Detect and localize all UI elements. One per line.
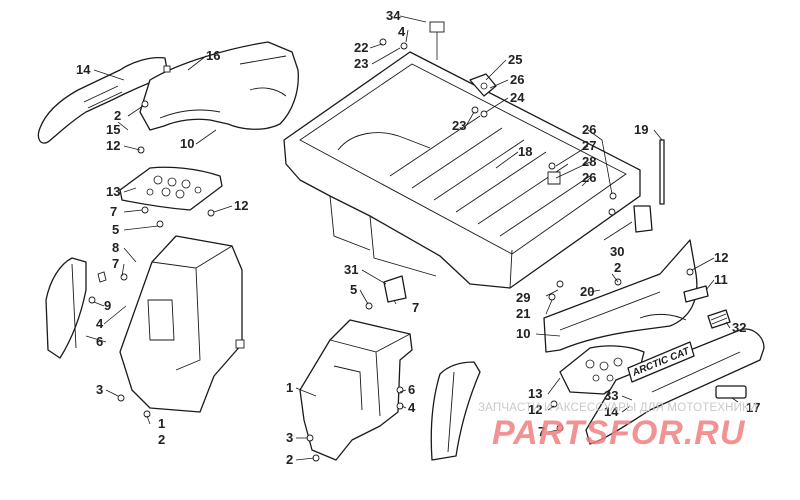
- pad-30: [633, 205, 653, 233]
- callout-10: 10: [516, 326, 530, 341]
- latch-bracket: [469, 73, 497, 97]
- callout-28: 28: [582, 154, 596, 169]
- fasteners: [88, 38, 694, 462]
- callout-12: 12: [106, 138, 120, 153]
- callout-13: 13: [528, 386, 542, 401]
- callout-12: 12: [234, 198, 248, 213]
- callout-26: 26: [510, 72, 524, 87]
- callout-1: 1: [286, 380, 293, 395]
- watermark-tagline: ЗАПЧАСТИ И АКСЕССУАРЫ ДЛЯ МОТОТЕХНИКИ: [478, 402, 758, 414]
- callout-34: 34: [386, 8, 401, 23]
- callout-30: 30: [610, 244, 624, 259]
- callout-24: 24: [510, 90, 525, 105]
- mud-flap-left: [45, 257, 87, 359]
- callout-8: 8: [112, 240, 119, 255]
- callout-7: 7: [538, 424, 545, 439]
- callout-9: 9: [104, 298, 111, 313]
- callout-20: 20: [580, 284, 594, 299]
- callout-31: 31: [344, 262, 358, 277]
- callout-14: 14: [604, 404, 619, 419]
- callout-1: 1: [158, 416, 165, 431]
- fender-liner-left: [139, 41, 299, 131]
- callout-7: 7: [112, 256, 119, 271]
- callout-21: 21: [516, 306, 530, 321]
- callout-2: 2: [158, 432, 165, 447]
- bracket-31: [383, 275, 407, 303]
- watermark-logo: PARTSFOR.RU: [492, 414, 746, 452]
- callout-23: 23: [452, 118, 466, 133]
- callout-12: 12: [714, 250, 728, 265]
- callout-4: 4: [398, 24, 406, 39]
- reflector-17: [715, 385, 747, 399]
- callout-6: 6: [96, 334, 103, 349]
- mud-flap-center: [430, 361, 481, 461]
- reflector-11: [683, 285, 709, 303]
- callout-32: 32: [732, 320, 746, 335]
- callout-26: 26: [582, 170, 596, 185]
- decal-32: [707, 309, 731, 329]
- callout-33: 33: [604, 388, 618, 403]
- tailgate-trim-bar: [659, 139, 665, 205]
- callout-7: 7: [110, 204, 117, 219]
- callout-10: 10: [180, 136, 194, 151]
- callout-13: 13: [106, 184, 120, 199]
- callout-23: 23: [354, 56, 368, 71]
- callout-16: 16: [206, 48, 220, 63]
- callout-2: 2: [614, 260, 621, 275]
- heat-shield-right: [559, 345, 645, 395]
- fender-liner-right: [543, 239, 698, 353]
- rear-fender-left: [37, 56, 169, 144]
- callout-19: 19: [634, 122, 648, 137]
- cargo-box: [283, 21, 641, 289]
- callout-22: 22: [354, 40, 368, 55]
- callout-2: 2: [286, 452, 293, 467]
- callout-5: 5: [112, 222, 119, 237]
- callout-11: 11: [714, 272, 728, 287]
- callout-18: 18: [518, 144, 532, 159]
- rear-fender-right: [585, 328, 765, 445]
- callout-5: 5: [350, 282, 357, 297]
- splash-guard-left: [119, 235, 245, 413]
- callout-4: 4: [96, 316, 104, 331]
- callout-14: 14: [76, 62, 91, 77]
- callout-26: 26: [582, 122, 596, 137]
- callout-7: 7: [412, 300, 419, 315]
- heat-shield-left: [119, 166, 223, 211]
- callout-17: 17: [746, 400, 760, 415]
- callout-6: 6: [408, 382, 415, 397]
- callout-15: 15: [106, 122, 120, 137]
- callout-2: 2: [114, 108, 121, 123]
- callout-4: 4: [408, 400, 416, 415]
- callout-25: 25: [508, 52, 522, 67]
- callout-12: 12: [528, 402, 542, 417]
- leader-lines: [85, 15, 739, 461]
- callout-3: 3: [96, 382, 103, 397]
- callout-labels: 34 4 22 23 25 26 24 23 14 16 2 15 12 10 …: [76, 8, 760, 467]
- callout-29: 29: [516, 290, 530, 305]
- callout-27: 27: [582, 138, 596, 153]
- callout-3: 3: [286, 430, 293, 445]
- splash-guard-center: [299, 319, 413, 461]
